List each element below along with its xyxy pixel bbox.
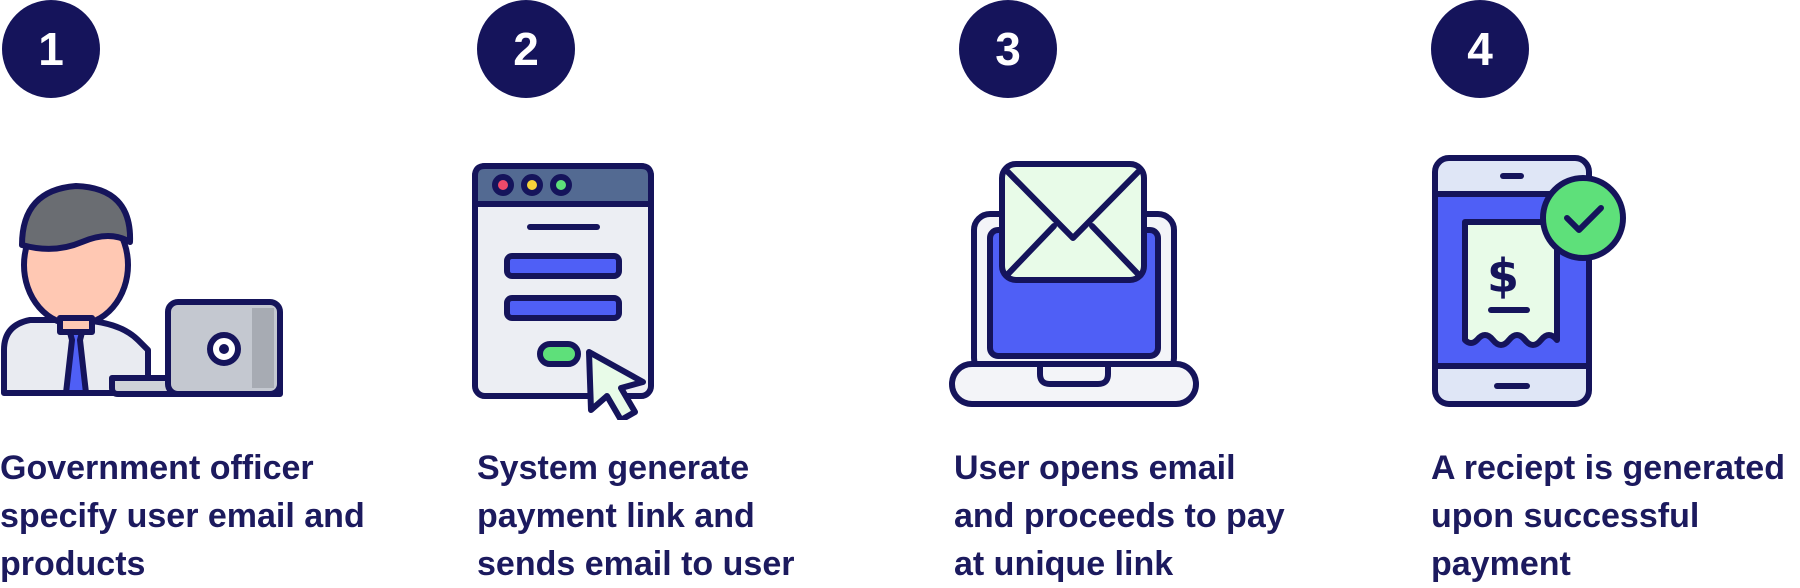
step-number-badge: 3: [959, 0, 1057, 98]
phone-receipt-check-icon: $: [1432, 155, 1626, 407]
step-number-badge: 2: [477, 0, 575, 98]
laptop-email-icon: [949, 161, 1199, 407]
step-number: 3: [995, 23, 1021, 75]
step-4: 4 $ A reciept is generated upon successf…: [1431, 0, 1800, 587]
step-number-badge: 4: [1431, 0, 1529, 98]
step-number: 1: [38, 23, 64, 75]
step-3: 3 User opens email and proceeds to pay a…: [949, 0, 1354, 587]
step-description: A reciept is generated upon successful p…: [1431, 449, 1785, 583]
step-description: System generate payment link and sends e…: [477, 449, 795, 583]
step-number-badge: 1: [2, 0, 100, 98]
step-2: 2 System generate payment link and sends…: [472, 0, 877, 587]
government-officer-laptop-icon: [1, 183, 283, 397]
step-1: 1 Government officer specify user email …: [0, 0, 400, 587]
step-description: Government officer specify user email an…: [0, 449, 365, 583]
step-description: User opens email and proceeds to pay at …: [954, 449, 1285, 583]
step-number: 4: [1467, 23, 1493, 75]
browser-window-cursor-icon: [472, 163, 654, 420]
svg-text:$: $: [1487, 249, 1519, 303]
step-number: 2: [513, 23, 539, 75]
